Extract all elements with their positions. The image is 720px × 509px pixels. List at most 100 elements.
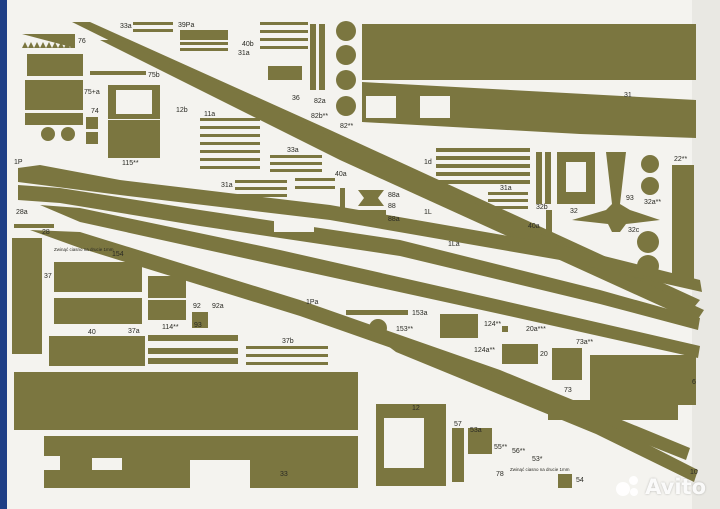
label-114: 114** — [162, 324, 179, 331]
part-37a-2 — [148, 348, 238, 354]
part-11a-5 — [200, 150, 260, 153]
part-small-1 — [502, 326, 508, 332]
part-11a-4 — [200, 142, 260, 145]
cutout-7 — [274, 218, 314, 232]
label-1p: 1P — [14, 159, 23, 166]
part-33a — [133, 22, 173, 25]
part-block-e — [148, 276, 186, 298]
part-wheel-1 — [41, 127, 55, 141]
label-153a: 153a — [412, 310, 428, 317]
label-33a: 33a — [120, 23, 132, 30]
part-115 — [108, 120, 160, 158]
part-37 — [12, 238, 42, 354]
label-6: 6 — [692, 379, 696, 386]
part-strip-75b — [90, 71, 146, 75]
part-57 — [452, 428, 464, 482]
label-32b: 32b — [536, 204, 548, 211]
part-93 — [572, 152, 660, 232]
label-note-154: Zwinąć ciasno na drucie 1mm — [54, 247, 114, 252]
label-1pa: 1Pa — [306, 299, 319, 306]
part-31a-mid-3 — [235, 194, 287, 197]
label-31a-mid: 31a — [221, 182, 233, 189]
label-32c: 32c — [628, 227, 640, 234]
part-1d-2 — [436, 156, 530, 160]
cutout-8 — [116, 90, 152, 114]
label-55: 55** — [494, 444, 508, 451]
label-88a2: 88a — [388, 216, 400, 223]
label-75b: 75b — [148, 72, 160, 79]
label-12: 12 — [412, 405, 420, 412]
part-82a-1 — [336, 21, 356, 41]
label-31a-right: 31a — [500, 185, 512, 192]
cutout-3 — [190, 460, 250, 488]
part-37b-3 — [246, 362, 328, 365]
label-31a-top: 31a — [238, 50, 250, 57]
part-28a — [14, 224, 54, 228]
label-32: 32 — [570, 208, 578, 215]
part-32b-2 — [545, 152, 551, 204]
label-82a: 82a — [314, 98, 326, 105]
part-20 — [502, 344, 538, 364]
label-40b: 40b — [242, 41, 254, 48]
label-93: 93 — [626, 195, 634, 202]
part-33a-2 — [133, 29, 173, 32]
label-74: 74 — [91, 108, 99, 115]
part-32c-1 — [637, 231, 659, 253]
part-82a-3 — [336, 70, 356, 90]
part-31a-right-3 — [488, 206, 528, 209]
label-40a-right: 40a — [528, 223, 540, 230]
part-31a-3 — [260, 38, 308, 41]
part-post-2 — [319, 24, 325, 90]
part-22 — [672, 165, 694, 280]
label-1la: 1La — [448, 241, 460, 248]
part-74 — [86, 117, 98, 129]
part-1d-5 — [436, 180, 530, 184]
label-37b: 37b — [282, 338, 294, 345]
part-32a-1 — [641, 155, 659, 173]
part-bottom-right — [548, 400, 678, 420]
cutouts-group — [92, 90, 586, 488]
label-33a-mid: 33a — [287, 147, 299, 154]
part-76 — [22, 34, 75, 48]
part-1d-1 — [436, 148, 530, 152]
part-82a-4 — [336, 96, 356, 116]
part-154 — [54, 262, 142, 292]
label-88a: 88a — [388, 192, 400, 199]
part-33a-mid-3 — [270, 169, 322, 172]
label-53: 53* — [532, 456, 543, 463]
part-block-75a — [25, 80, 83, 110]
part-31a-2 — [260, 30, 308, 33]
part-37b-2 — [246, 354, 328, 357]
part-88a — [356, 210, 386, 218]
part-92 — [192, 312, 208, 328]
part-31a-mid-1 — [235, 180, 287, 183]
part-40b-2 — [180, 48, 228, 51]
label-115: 115** — [122, 160, 139, 167]
part-40a-1 — [295, 178, 335, 181]
label-57: 57 — [454, 421, 462, 428]
part-beam-1la — [40, 205, 700, 358]
label-28: 28 — [42, 229, 50, 236]
part-31a-mid-2 — [235, 187, 287, 190]
part-6 — [590, 355, 696, 405]
part-40b-1 — [180, 42, 228, 45]
label-92a: 92a — [212, 303, 224, 310]
part-37a-3 — [148, 358, 238, 364]
watermark-text: Avito — [645, 475, 706, 499]
label-92: 92 — [193, 303, 201, 310]
part-82a-2 — [336, 45, 356, 65]
part-beam-1l — [18, 185, 700, 330]
label-22: 22** — [674, 156, 688, 163]
label-88: 88 — [388, 203, 396, 210]
part-31-upper — [362, 24, 696, 80]
part-bottom-left — [14, 372, 358, 430]
part-wheel-2 — [61, 127, 75, 141]
label-20: 20 — [540, 351, 548, 358]
sheet-fold-shadow — [692, 0, 720, 509]
label-40a: 40a — [335, 171, 347, 178]
cutout-6 — [384, 418, 424, 468]
cutout-2 — [420, 96, 450, 118]
part-block-d — [54, 298, 142, 324]
part-36 — [268, 66, 302, 80]
part-11a-2 — [200, 126, 260, 129]
